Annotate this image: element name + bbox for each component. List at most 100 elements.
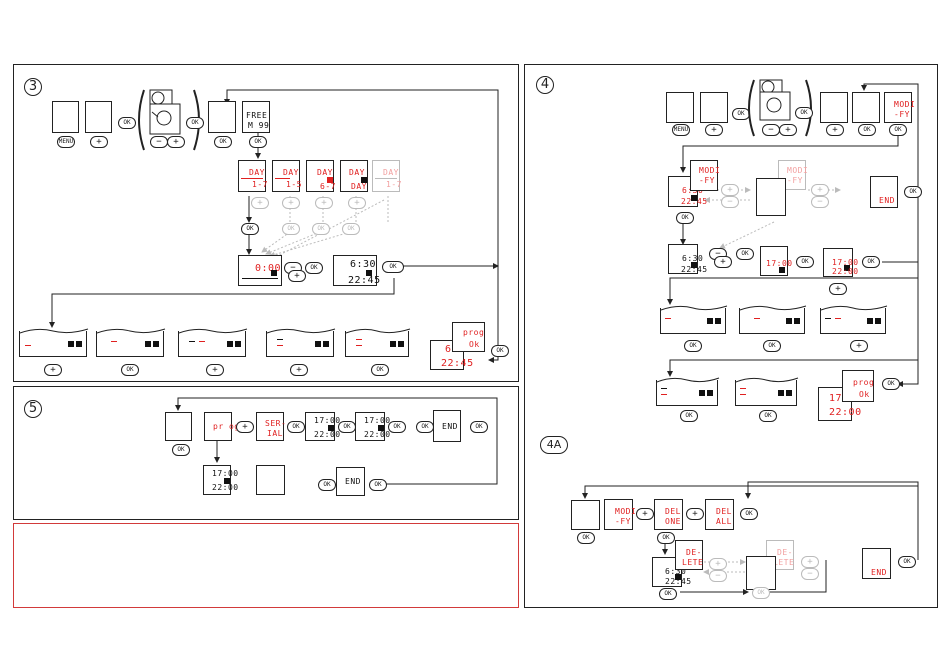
plus-button[interactable]: +: [721, 184, 739, 196]
ok-button[interactable]: OK: [369, 479, 387, 491]
plus-button[interactable]: +: [826, 124, 844, 136]
ok-button[interactable]: OK: [491, 345, 509, 357]
lcd-text: -FY: [894, 110, 910, 119]
ok-button[interactable]: OK: [752, 587, 770, 599]
lcd-text: END: [879, 196, 895, 205]
ok-button[interactable]: OK: [388, 421, 406, 433]
minus-button[interactable]: −: [762, 124, 780, 136]
plus-button[interactable]: +: [206, 364, 224, 376]
ok-button[interactable]: OK: [214, 136, 232, 148]
ok-button[interactable]: OK: [416, 421, 434, 433]
lcd-day-2: DAY 1-5: [272, 160, 302, 192]
ok-button[interactable]: OK: [882, 378, 900, 390]
plus-button[interactable]: +: [282, 197, 300, 209]
plus-button[interactable]: +: [90, 136, 108, 148]
lcd-text: DEL: [665, 507, 681, 516]
plus-button[interactable]: +: [44, 364, 62, 376]
ok-button[interactable]: OK: [796, 256, 814, 268]
minus-button[interactable]: −: [811, 196, 829, 208]
lcd-modify: MODI -FY: [690, 160, 720, 191]
ok-button[interactable]: OK: [904, 186, 922, 198]
ok-button[interactable]: OK: [305, 262, 323, 274]
lcd-text: prog: [853, 378, 875, 387]
minus-button[interactable]: −: [801, 568, 819, 580]
menu-button[interactable]: MENU: [672, 124, 690, 136]
lcd-text: 22:00: [314, 430, 341, 439]
ok-button[interactable]: OK: [889, 124, 907, 136]
ok-button[interactable]: OK: [736, 248, 754, 260]
plus-button[interactable]: +: [636, 508, 654, 520]
minus-button[interactable]: −: [721, 196, 739, 208]
lcd-segment-display: [735, 377, 799, 406]
ok-button[interactable]: OK: [577, 532, 595, 544]
ok-button[interactable]: OK: [287, 421, 305, 433]
lcd-text: Ok: [859, 390, 870, 399]
ok-button[interactable]: OK: [186, 117, 204, 129]
ok-button[interactable]: OK: [371, 364, 389, 376]
plus-button[interactable]: +: [686, 508, 704, 520]
lcd-segment-display: [739, 305, 807, 334]
ok-button[interactable]: OK: [338, 421, 356, 433]
lcd-day-5: DAY 1-7: [372, 160, 401, 192]
ok-button[interactable]: OK: [795, 107, 813, 119]
ok-button[interactable]: OK: [118, 117, 136, 129]
ok-button[interactable]: OK: [676, 212, 694, 224]
plus-button[interactable]: +: [348, 197, 366, 209]
plus-button[interactable]: +: [709, 558, 727, 570]
lcd-text: DAY: [317, 168, 333, 177]
plus-button[interactable]: +: [850, 340, 868, 352]
minus-button[interactable]: −: [150, 136, 168, 148]
ok-button[interactable]: OK: [657, 532, 675, 544]
minus-button[interactable]: −: [709, 570, 727, 582]
ok-button[interactable]: OK: [282, 223, 300, 235]
lcd-blank: [85, 101, 112, 133]
ok-button[interactable]: OK: [121, 364, 139, 376]
ok-button[interactable]: OK: [382, 261, 404, 273]
menu-button[interactable]: MENU: [57, 136, 75, 148]
lcd-text: -FY: [787, 176, 803, 185]
plus-button[interactable]: +: [288, 270, 306, 282]
ok-button[interactable]: OK: [898, 556, 916, 568]
ok-button[interactable]: OK: [862, 256, 880, 268]
lcd-text: 1-5: [286, 180, 302, 189]
ok-button[interactable]: OK: [740, 508, 758, 520]
ok-button[interactable]: OK: [759, 410, 777, 422]
plus-button[interactable]: +: [829, 283, 847, 295]
ok-button[interactable]: OK: [241, 223, 259, 235]
ok-button[interactable]: OK: [342, 223, 360, 235]
lcd-blank: [756, 178, 786, 216]
ok-button[interactable]: OK: [763, 340, 781, 352]
lcd-text: DE-: [686, 548, 702, 557]
lcd-text: DAY: [283, 168, 299, 177]
lcd-text: DAY: [351, 182, 367, 191]
plus-button[interactable]: +: [290, 364, 308, 376]
ok-button[interactable]: OK: [684, 340, 702, 352]
plus-button[interactable]: +: [714, 256, 732, 268]
lcd-text: 22:45: [441, 358, 474, 369]
plus-button[interactable]: +: [779, 124, 797, 136]
plus-button[interactable]: +: [315, 197, 333, 209]
ok-button[interactable]: OK: [470, 421, 488, 433]
plus-button[interactable]: +: [705, 124, 723, 136]
plus-button[interactable]: +: [811, 184, 829, 196]
ok-button[interactable]: OK: [312, 223, 330, 235]
plus-button[interactable]: +: [801, 556, 819, 568]
ok-button[interactable]: OK: [680, 410, 698, 422]
ok-button[interactable]: OK: [172, 444, 190, 456]
lcd-text: 6-7: [320, 182, 336, 191]
lcd-delete: DE- LETE: [675, 540, 703, 570]
lcd-text: pr og: [213, 422, 240, 431]
lcd-day-3: DAY 6-7: [306, 160, 336, 192]
panel-3: [13, 64, 519, 382]
plus-button[interactable]: +: [167, 136, 185, 148]
ok-button[interactable]: OK: [858, 124, 876, 136]
lcd-text: 22:00: [364, 430, 391, 439]
plus-button[interactable]: +: [251, 197, 269, 209]
lcd-text: 0:00: [255, 263, 282, 274]
ok-button[interactable]: OK: [659, 588, 677, 600]
ok-button[interactable]: OK: [249, 136, 267, 148]
ok-button[interactable]: OK: [318, 479, 336, 491]
panel-note: [13, 523, 519, 608]
plus-button[interactable]: +: [236, 421, 254, 433]
lcd-segment-display: [820, 305, 888, 334]
